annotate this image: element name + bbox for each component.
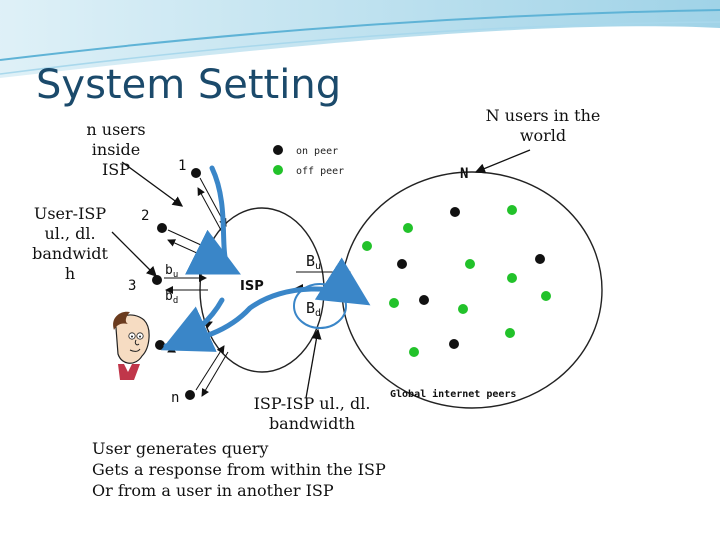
isp-isp-pointer xyxy=(305,328,322,399)
label-line: bandwidth xyxy=(268,414,356,433)
label-line: ISP xyxy=(101,160,131,179)
label-line: n users xyxy=(86,120,146,139)
global-N-label: N xyxy=(460,166,468,182)
isp-isp-bandwidth-label: ISP-ISP ul., dl. bandwidth xyxy=(232,394,392,434)
query-arrow-1 xyxy=(185,165,241,275)
label-line: inside xyxy=(91,140,141,159)
label-line: ISP-ISP ul., dl. xyxy=(253,394,371,413)
global-peer-off xyxy=(403,223,413,233)
global-peer-off xyxy=(458,304,468,314)
user-node-1 xyxy=(191,168,201,178)
node-2-label: 2 xyxy=(141,208,149,224)
label-line: ul., dl. xyxy=(44,224,96,243)
Bd-label: Bd xyxy=(306,299,321,319)
n-users-inside-isp-label: n users inside ISP xyxy=(68,120,164,180)
user-node-2 xyxy=(157,223,167,233)
user-node-n xyxy=(185,390,195,400)
legend-off-label: off peer xyxy=(296,166,344,177)
query-line: User generates query xyxy=(92,439,269,458)
global-peer-on xyxy=(535,254,545,264)
global-caption: Global internet peers xyxy=(390,388,516,400)
diagram-panel xyxy=(118,132,604,422)
node-3-label: 3 xyxy=(128,278,136,294)
global-peer-on xyxy=(397,259,407,269)
global-peer-on xyxy=(419,295,429,305)
user-avatar xyxy=(113,311,150,380)
slide-title: System Setting xyxy=(36,62,342,108)
label-line: User-ISP xyxy=(33,204,107,223)
query-line: Or from a user in another ISP xyxy=(92,481,334,500)
global-peer-off xyxy=(389,298,399,308)
n-users-pointer xyxy=(121,161,184,207)
query-arrow-3 xyxy=(160,297,225,352)
global-peer-off xyxy=(507,273,517,283)
legend-on-dot xyxy=(273,145,283,155)
label-line: h xyxy=(64,264,76,283)
query-line: Gets a response from within the ISP xyxy=(92,460,386,479)
global-peer-off xyxy=(409,347,419,357)
global-peer-off xyxy=(465,259,475,269)
global-peer-off xyxy=(507,205,517,215)
isp-label: ISP xyxy=(240,279,264,294)
global-peer-off xyxy=(541,291,551,301)
query-description: User generates query Gets a response fro… xyxy=(92,438,386,501)
user-node-4 xyxy=(155,340,165,350)
world-pointer xyxy=(474,149,531,174)
global-peer-off xyxy=(362,241,372,251)
header-swoosh xyxy=(0,0,720,78)
bu-label: bu xyxy=(165,263,178,280)
user-isp-bandwidth-label: User-ISP ul., dl. bandwidt h xyxy=(28,204,112,284)
bd-label: bd xyxy=(165,289,178,306)
global-peer-on xyxy=(449,339,459,349)
global-peer-on xyxy=(450,207,460,217)
label-line: bandwidt xyxy=(32,244,108,263)
label-line: world xyxy=(519,126,567,145)
label-line: N users in the xyxy=(485,106,601,125)
global-peer-off xyxy=(505,328,515,338)
user-node-3 xyxy=(152,275,162,285)
user-isp-pointer xyxy=(111,231,157,277)
node-1-label: 1 xyxy=(178,158,186,174)
legend-off-dot xyxy=(273,165,283,175)
node-n-label: n xyxy=(171,390,179,406)
legend-on-label: on peer xyxy=(296,146,338,157)
n-users-world-label: N users in the world xyxy=(478,106,608,146)
global-peers xyxy=(362,205,551,357)
